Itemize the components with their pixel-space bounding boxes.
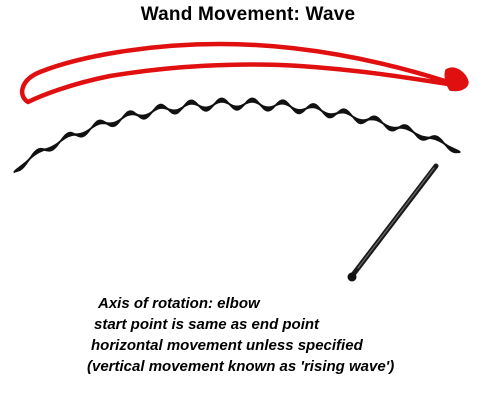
wave-band [13,97,461,174]
wand-handle-tip [347,272,357,282]
motion-arrow [19,41,451,105]
notes-block: Axis of rotation: elbow start point is s… [87,293,394,377]
note-axis: Axis of rotation: elbow [98,295,260,312]
diagram-title: Wand Movement: Wave [140,4,356,25]
note-start-end: start point is same as end point [94,316,320,333]
wand-highlight [357,167,435,269]
note-vertical: (vertical movement known as 'rising wave… [87,358,395,375]
arrowhead-icon [444,67,469,92]
note-horizontal: horizontal movement unless specified [91,337,363,354]
